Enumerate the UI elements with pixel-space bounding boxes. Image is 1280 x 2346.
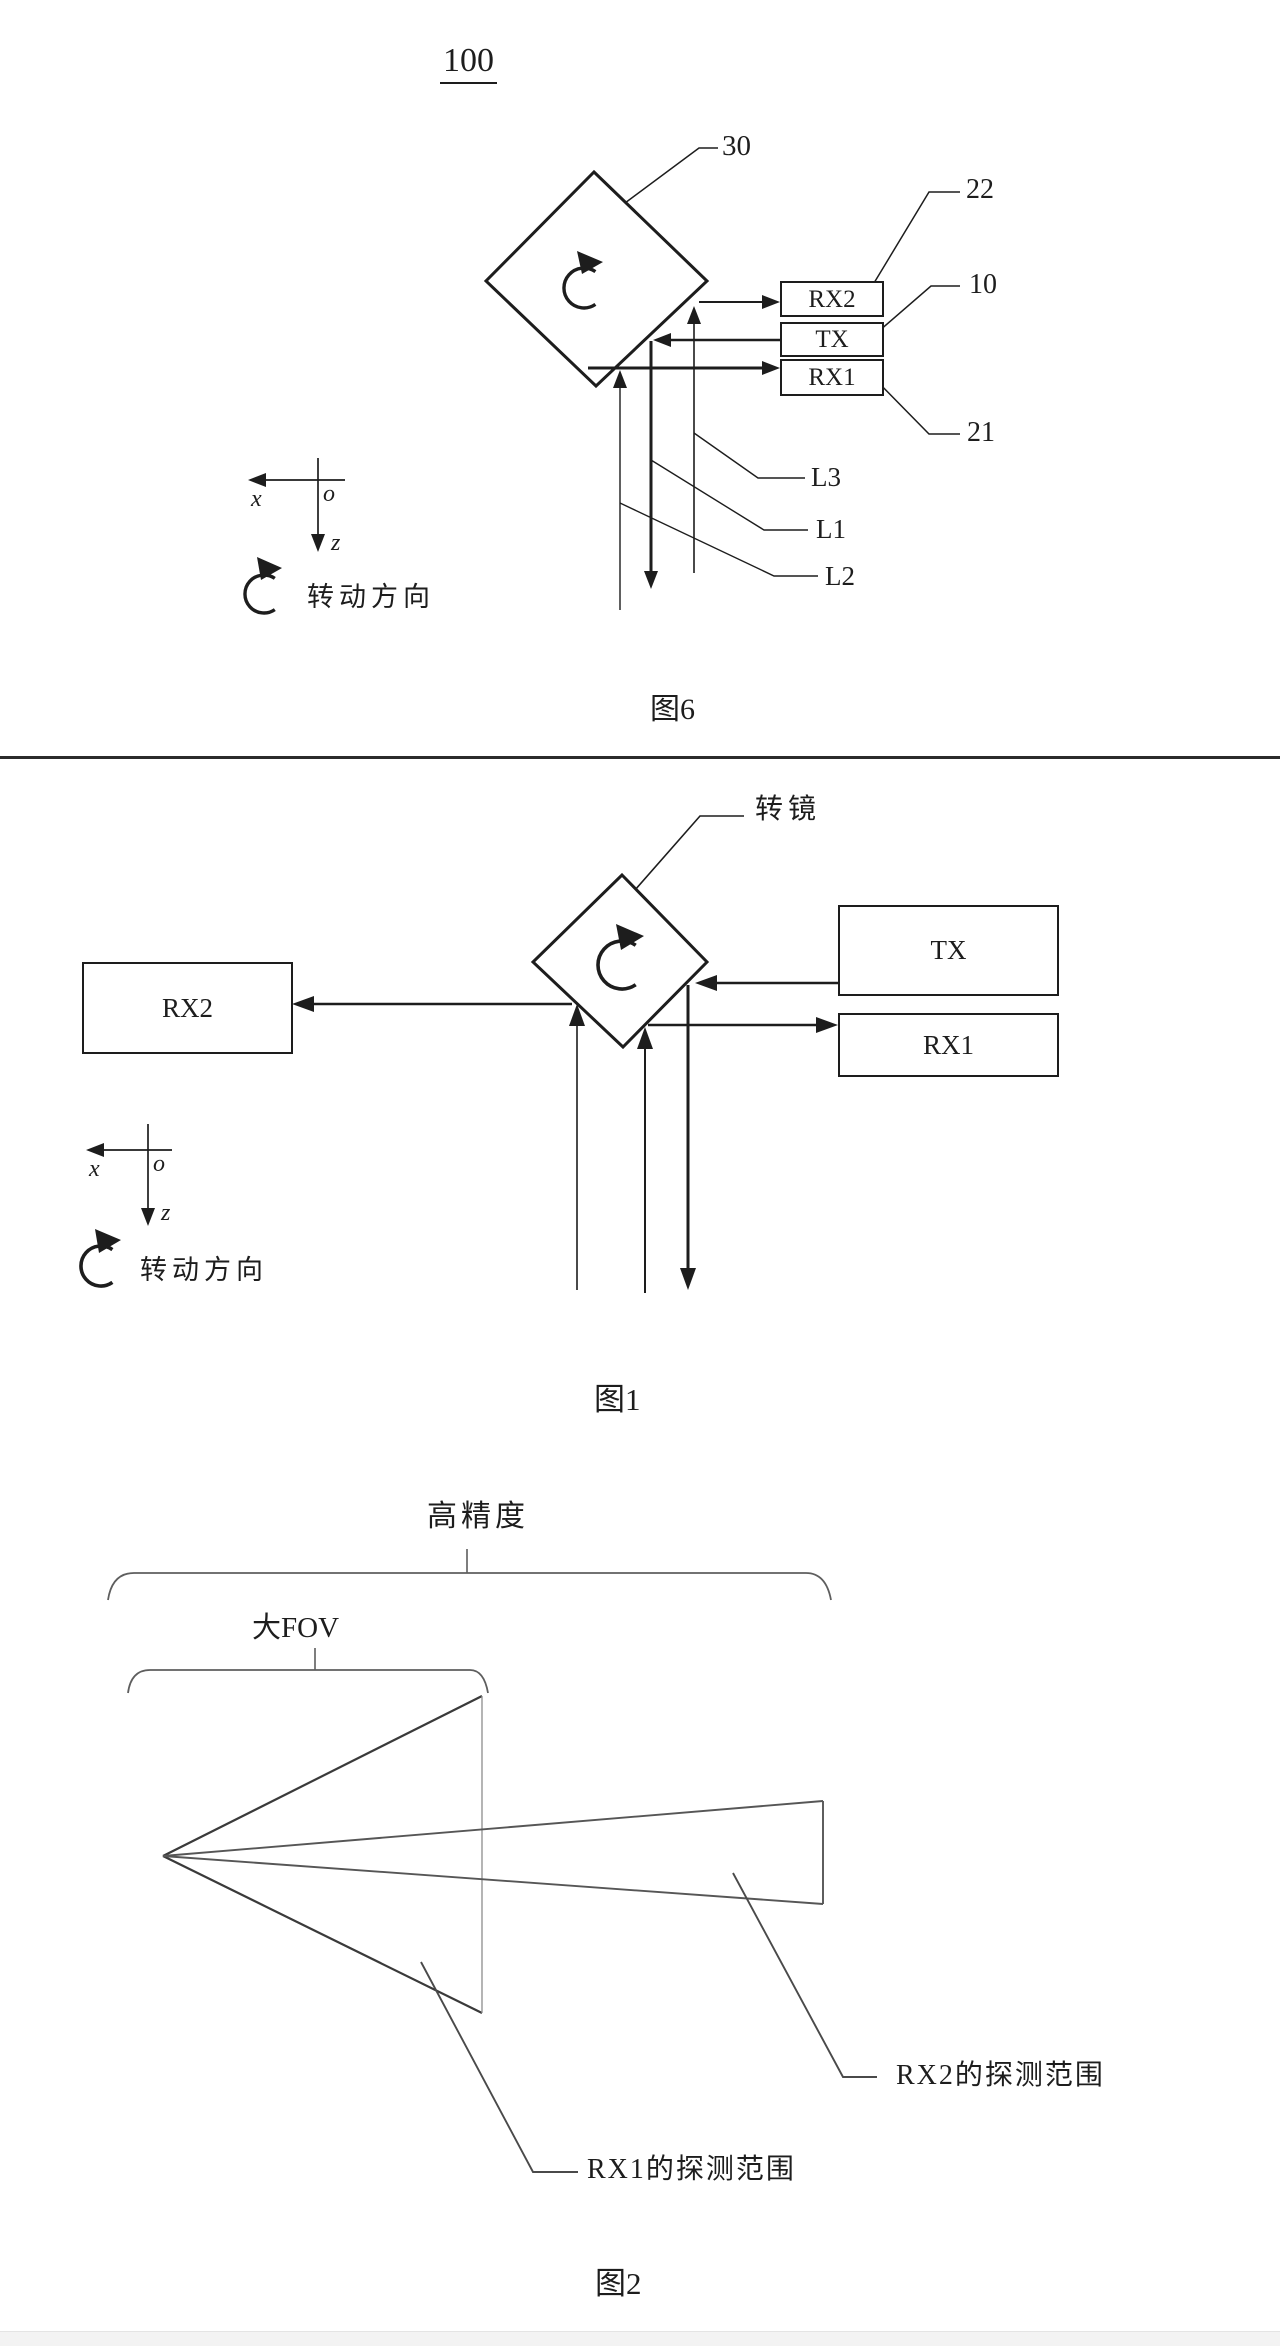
fig6-tx-ref-leader bbox=[878, 285, 960, 332]
fig6-rotation-direction-arrowhead-icon bbox=[257, 557, 282, 580]
fig2-rx2-range-leader bbox=[732, 1872, 877, 2078]
fig6-mirror-rotation-arrowhead-icon bbox=[577, 251, 603, 274]
fig2-rx1-range-label: RX1的探测范围 bbox=[587, 2154, 796, 2185]
fig6-beam-tx-arrowhead-icon bbox=[653, 333, 671, 347]
fig6-axis-o-label: o bbox=[323, 481, 335, 507]
fig1-rx1-box: RX1 bbox=[838, 1013, 1059, 1077]
fig6-mirror-ref-leader bbox=[624, 147, 718, 204]
fig6-rx1-ref-leader bbox=[871, 375, 960, 435]
fig2-precision-brace bbox=[107, 1572, 832, 1601]
fig2-precision-label: 高精度 bbox=[427, 1500, 529, 1533]
fig6-rotation-direction-label: 转动方向 bbox=[307, 582, 435, 612]
fig2-caption: 图2 bbox=[595, 2266, 642, 2301]
fig6-axis-z-label: z bbox=[331, 530, 341, 556]
fig6-axis-x-arrowhead-icon bbox=[248, 473, 266, 487]
fig6-axis-x-label: x bbox=[251, 486, 262, 512]
page-bottom-band bbox=[0, 2331, 1280, 2346]
fig6-beam-l2-arrowhead-icon bbox=[613, 370, 627, 388]
fig6-rx1-ref-label: 21 bbox=[967, 417, 995, 448]
fig1-axis-x-label: x bbox=[89, 1156, 100, 1182]
fig1-rx1-box-label: RX1 bbox=[922, 1029, 974, 1060]
fig1-beam-rx1-arrowhead-icon bbox=[816, 1017, 838, 1033]
fig1-axis-z-arrowhead-icon bbox=[141, 1208, 155, 1226]
fig1-rx2-box: RX2 bbox=[82, 962, 293, 1054]
fig2-rx2-triangle-top-edge bbox=[162, 1800, 824, 1857]
fig6-mirror-diamond bbox=[483, 169, 710, 389]
fig1-beam-rx2-arrowhead-icon bbox=[292, 996, 314, 1012]
fig2-rx2-range-label: RX2的探测范围 bbox=[896, 2060, 1105, 2091]
fig6-beam-l2-label: L2 bbox=[825, 561, 855, 591]
fig1-mirror-label-leader bbox=[634, 815, 744, 891]
fig6-rx2-ref-label: 22 bbox=[966, 174, 994, 205]
fig1-vertical-emit-arrowhead-icon bbox=[680, 1268, 696, 1290]
fig6-beam-l3-arrowhead-icon bbox=[687, 306, 701, 324]
fig1-axis-z-label: z bbox=[161, 1200, 171, 1226]
fig2-rx2-triangle-bottom-edge bbox=[162, 1855, 824, 1905]
fig6-beam-rx2-arrowhead-icon bbox=[762, 295, 780, 309]
fig1-axis-o-label: o bbox=[153, 1151, 165, 1177]
fig1-mirror-rotation-arrowhead-icon bbox=[616, 924, 644, 950]
fig2-fov-label: 大FOV bbox=[252, 1612, 340, 1644]
fig1-rotation-direction-icon bbox=[79, 1244, 114, 1288]
fig2-rx1-triangle-bottom-edge bbox=[162, 1855, 483, 2014]
fig1-vertical-return-mid-arrowhead-icon bbox=[637, 1027, 653, 1049]
fig6-beam-l1-arrowhead-icon bbox=[644, 571, 658, 589]
fig6-tx-box: TX bbox=[780, 322, 884, 357]
fig1-tx-box-label: TX bbox=[930, 935, 967, 965]
sheet-divider bbox=[0, 756, 1280, 759]
fig6-rx2-ref-leader bbox=[873, 191, 960, 284]
fig1-mirror-label: 转镜 bbox=[755, 794, 822, 825]
fig2-fov-brace bbox=[127, 1669, 489, 1694]
fig1-rotation-direction-label: 转动方向 bbox=[140, 1255, 268, 1285]
fig6-rx1-box-label: RX1 bbox=[808, 364, 856, 391]
fig1-caption: 图1 bbox=[594, 1382, 641, 1417]
fig6-rx2-box-label: RX2 bbox=[808, 285, 856, 313]
fig2-rx1-range-leader bbox=[420, 1961, 578, 2173]
fig6-beam-l1-label: L1 bbox=[816, 514, 846, 544]
fig1-rx2-box-label: RX2 bbox=[161, 992, 213, 1023]
fig6-beam-rx1-arrowhead-icon bbox=[762, 361, 780, 375]
fig6-rx2-box: RX2 bbox=[780, 281, 884, 317]
fig6-tx-ref-label: 10 bbox=[969, 269, 997, 300]
fig6-tx-box-label: TX bbox=[815, 326, 849, 353]
fig6-rotation-direction-icon bbox=[243, 573, 276, 615]
fig6-ref-number: 100 bbox=[440, 44, 497, 84]
fig1-axis-x-arrowhead-icon bbox=[86, 1143, 104, 1157]
fig6-l3-leader bbox=[693, 432, 805, 479]
fig6-axis-z-arrowhead-icon bbox=[311, 534, 325, 552]
fig6-caption: 图6 bbox=[650, 693, 695, 726]
fig6-l2-leader bbox=[619, 502, 818, 577]
fig1-beam-tx-arrowhead-icon bbox=[695, 975, 717, 991]
fig1-vertical-return-left-arrowhead-icon bbox=[569, 1004, 585, 1026]
fig1-mirror-diamond bbox=[530, 872, 710, 1050]
fig1-tx-box: TX bbox=[838, 905, 1059, 996]
fig6-beam-l3-label: L3 bbox=[811, 462, 841, 492]
fig6-l1-leader bbox=[650, 459, 808, 531]
fig6-mirror-ref-label: 30 bbox=[722, 130, 751, 162]
fig1-rotation-direction-arrowhead-icon bbox=[95, 1229, 121, 1253]
fig2-rx1-triangle-top-edge bbox=[162, 1695, 483, 1857]
fig6-rx1-box: RX1 bbox=[780, 359, 884, 396]
